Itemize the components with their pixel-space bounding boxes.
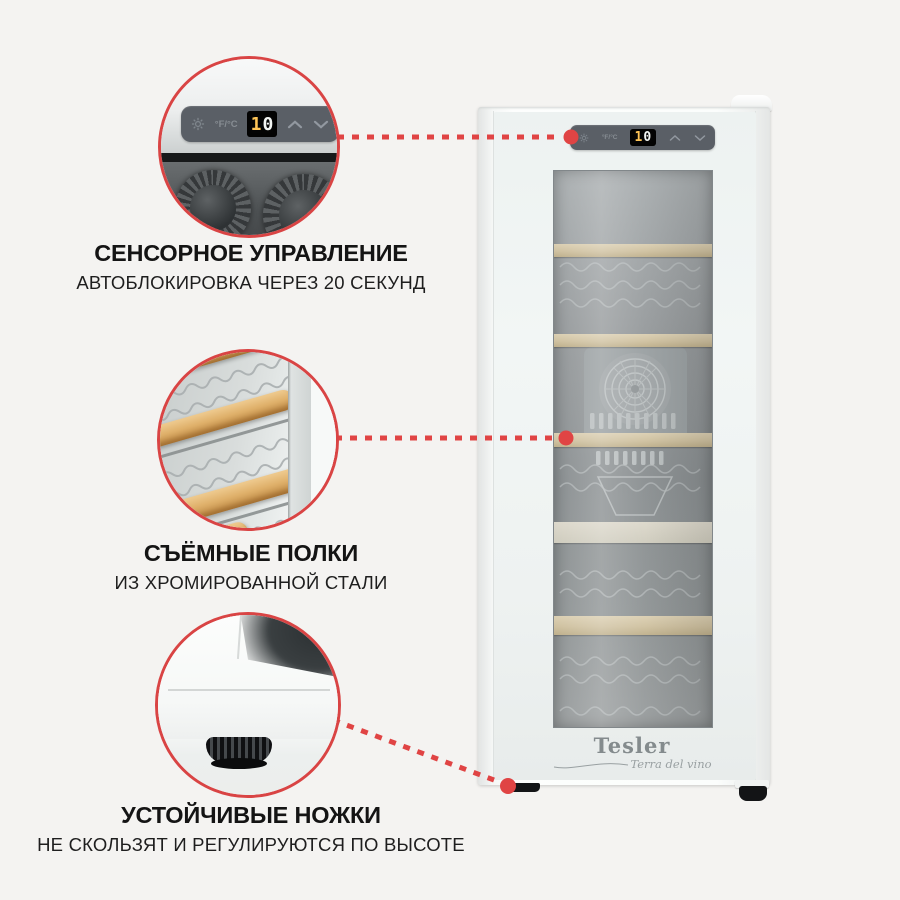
drip-tray-outline <box>596 476 674 516</box>
callout-feet: УСТОЙЧИВЫЕ НОЖКИ НЕ СКОЛЬЗЯТ И РЕГУЛИРУЮ… <box>35 802 467 856</box>
door-top-seal <box>161 153 337 162</box>
chevron-up-icon <box>288 119 303 128</box>
leader-line-feet <box>332 717 495 783</box>
callout-title: УСТОЙЧИВЫЕ НОЖКИ <box>121 802 381 828</box>
glass-reflection <box>554 171 712 727</box>
right-foot <box>739 786 767 801</box>
unit-toggle-label: °F/°C <box>601 134 618 141</box>
adjustable-foot <box>206 737 272 769</box>
right-foot-bracket <box>735 780 769 788</box>
callout-circle-feet <box>155 612 341 798</box>
wine-cooler: °F/°C 10 <box>478 107 770 785</box>
temperature-value: 10 <box>250 113 275 135</box>
interior-shadow <box>161 162 337 235</box>
temperature-value: 10 <box>634 130 653 145</box>
door-frame-white <box>311 352 336 528</box>
logo-flourish <box>554 763 629 769</box>
brand-tagline: Terra del vino <box>630 757 712 771</box>
temperature-display-magnified: 10 <box>247 111 278 137</box>
chevron-down-icon <box>694 134 706 141</box>
brand-name: Tesler <box>593 733 671 758</box>
wire-shelf-waves <box>559 262 701 716</box>
callout-title: СЪЁМНЫЕ ПОЛКИ <box>143 540 359 566</box>
control-panel-magnified: °F/°C 10 <box>181 106 337 142</box>
callout-shelves: СЪЁМНЫЕ ПОЛКИ ИЗ ХРОМИРОВАННОЙ СТАЛИ <box>35 540 467 594</box>
bottle-top <box>175 170 251 235</box>
chevron-down-icon <box>313 120 329 129</box>
callout-subtitle: НЕ СКОЛЬЗЯТ И РЕГУЛИРУЮТСЯ ПО ВЫСОТЕ <box>37 834 465 856</box>
control-panel: °F/°C 10 <box>570 125 715 150</box>
callout-subtitle: АВТОБЛОКИРОВКА ЧЕРЕЗ 20 СЕКУНД <box>76 272 426 294</box>
temperature-display: 10 <box>630 129 657 146</box>
left-foot <box>508 783 540 792</box>
door-seam-left <box>493 111 494 781</box>
shelf-front-bar <box>554 616 712 635</box>
callout-control: СЕНСОРНОЕ УПРАВЛЕНИЕ АВТОБЛОКИРОВКА ЧЕРЕ… <box>35 240 467 294</box>
light-icon <box>579 133 589 142</box>
callout-circle-shelves <box>157 349 339 531</box>
chevron-up-icon <box>669 134 681 141</box>
callout-circle-control: °F/°C 10 <box>158 56 340 238</box>
fan-grille <box>599 353 671 425</box>
glass-window <box>553 170 713 728</box>
unit-toggle-label: °F/°C <box>214 118 238 130</box>
light-icon <box>191 117 205 131</box>
shelf-front-bar <box>554 334 712 347</box>
shelf-front-bar <box>554 522 712 543</box>
callout-title: СЕНСОРНОЕ УПРАВЛЕНИЕ <box>94 240 408 266</box>
shelf-front-bar <box>554 244 712 257</box>
bottle-top <box>263 174 337 235</box>
callout-subtitle: ИЗ ХРОМИРОВАННОЙ СТАЛИ <box>114 572 388 594</box>
vent-slats <box>590 413 676 465</box>
shelf-front-bar <box>554 433 712 447</box>
door-frame-edge <box>288 352 311 528</box>
interior-details <box>559 262 701 716</box>
brand-logo: Tesler Terra del vino <box>532 733 732 772</box>
cabinet-base-seam <box>168 689 330 691</box>
